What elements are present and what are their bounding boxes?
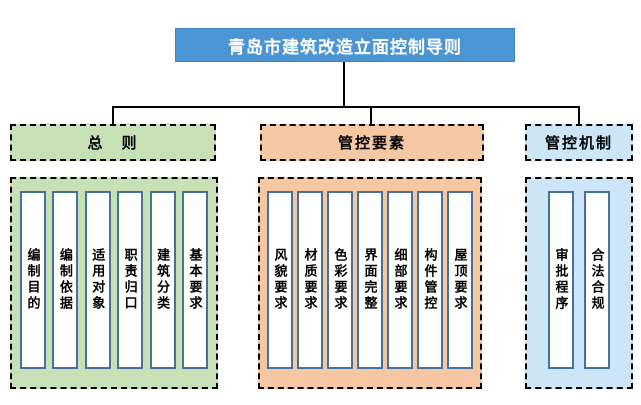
group-header-elements: 管控要素 bbox=[260, 124, 484, 161]
item-bar: 色彩要求 bbox=[327, 191, 353, 369]
item-bar: 材质要求 bbox=[297, 191, 323, 369]
item-bar: 屋顶要求 bbox=[447, 191, 473, 369]
item-bar: 风貌要求 bbox=[267, 191, 293, 369]
item-bar: 审批程序 bbox=[548, 191, 574, 369]
item-bar: 适用对象 bbox=[84, 191, 111, 369]
item-bar: 细部要求 bbox=[387, 191, 413, 369]
item-bar: 建筑分类 bbox=[149, 191, 176, 369]
group-panel-elements: 风貌要求 材质要求 色彩要求 界面完整 细部要求 构件管控 屋顶要求 bbox=[258, 177, 482, 389]
item-bar: 职责归口 bbox=[117, 191, 144, 369]
item-bar: 编制依据 bbox=[52, 191, 79, 369]
group-panel-mechanism: 审批程序 合法合规 bbox=[525, 177, 633, 389]
group-header-general: 总 则 bbox=[10, 124, 216, 161]
item-bar: 构件管控 bbox=[417, 191, 443, 369]
diagram-title: 青岛市建筑改造立面控制导则 bbox=[175, 28, 515, 62]
item-bar: 基本要求 bbox=[181, 191, 208, 369]
group-header-mechanism: 管控机制 bbox=[525, 124, 633, 161]
item-bar: 编制目的 bbox=[20, 191, 46, 369]
item-bar: 界面完整 bbox=[357, 191, 383, 369]
group-panel-general: 编制目的 编制依据 适用对象 职责归口 建筑分类 基本要求 bbox=[10, 177, 218, 389]
item-bar: 合法合规 bbox=[584, 191, 610, 369]
